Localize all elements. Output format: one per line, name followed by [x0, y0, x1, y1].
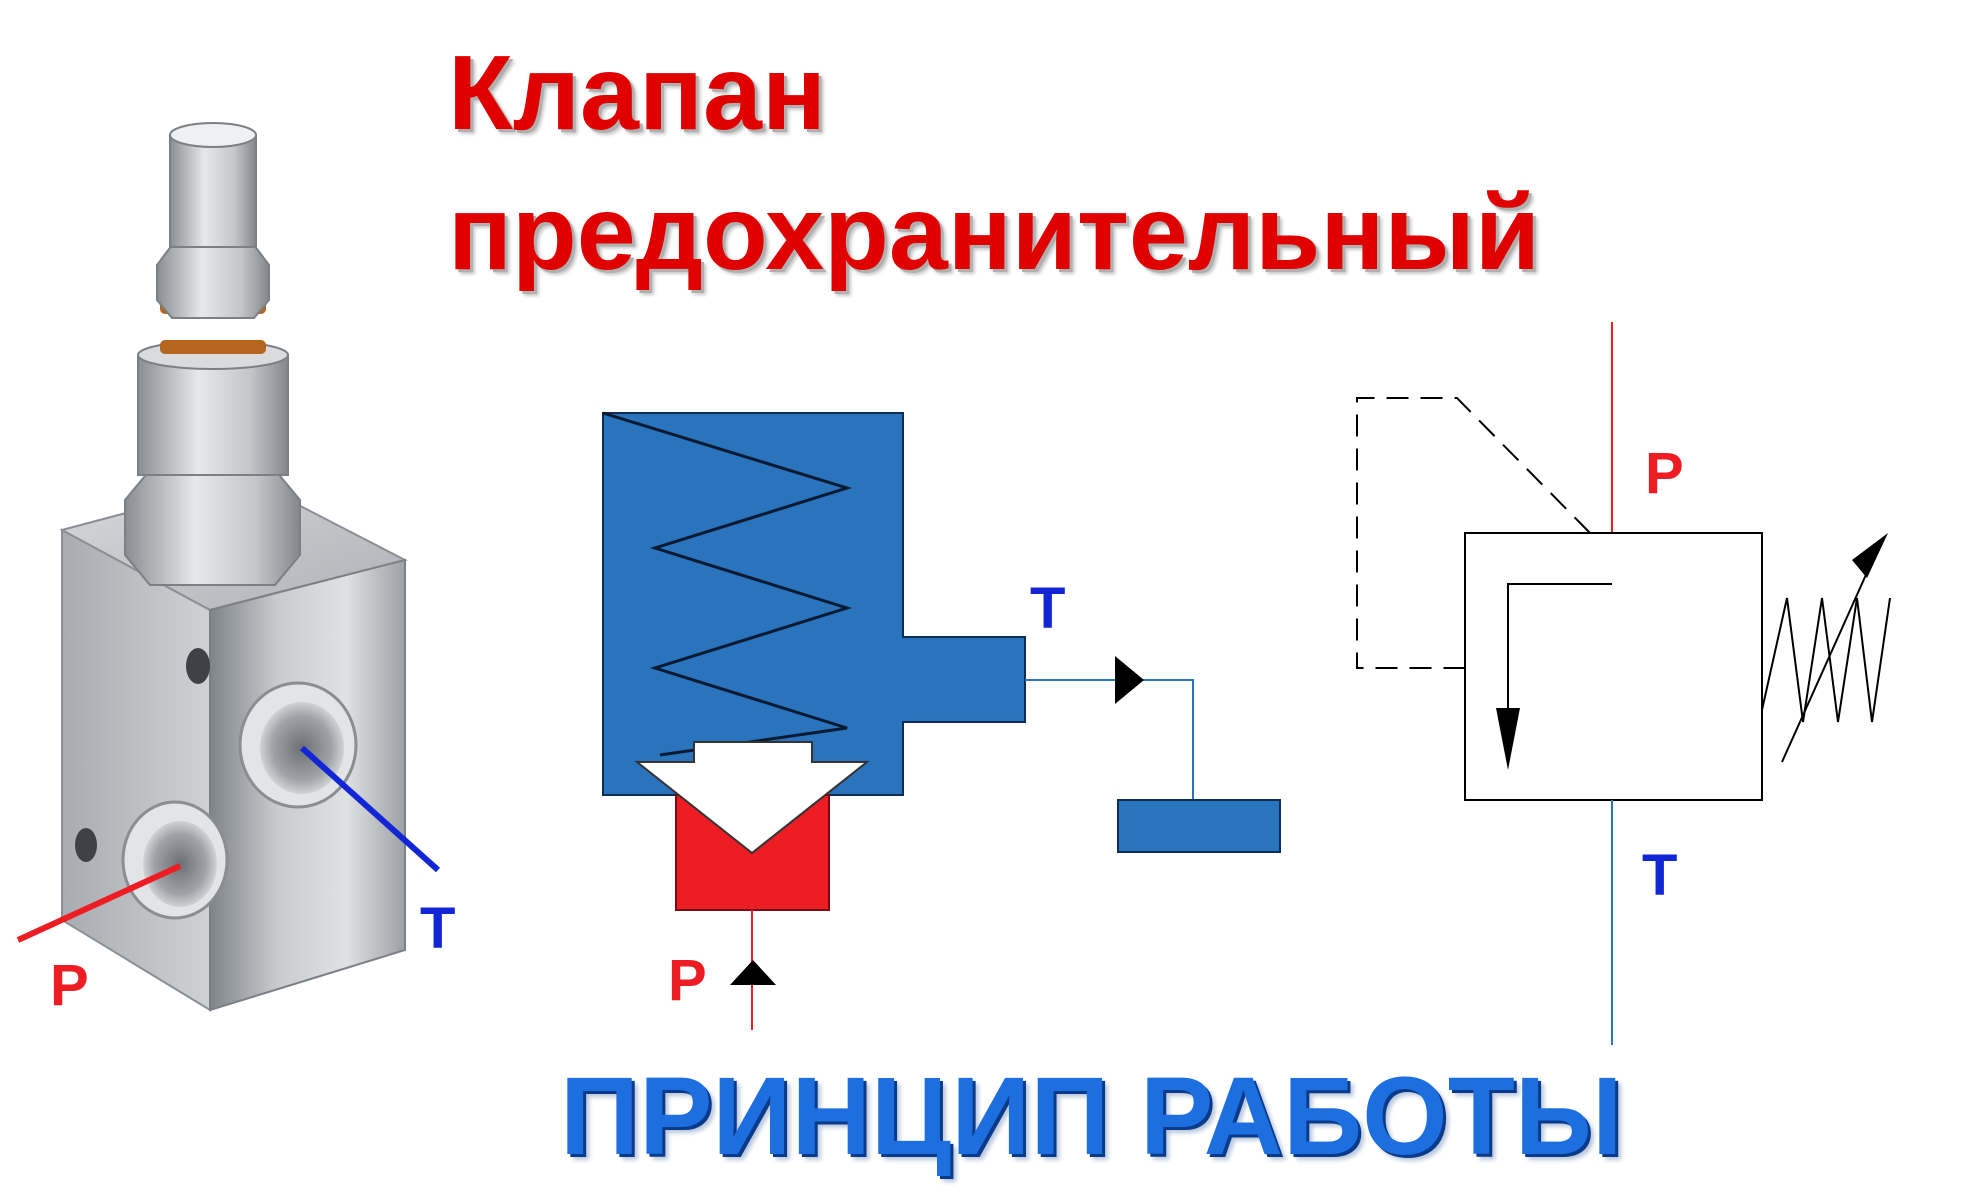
spring	[602, 411, 853, 757]
mounting-hole	[186, 648, 210, 684]
footer-title: ПРИНЦИП РАБОТЫ	[560, 1055, 1623, 1178]
valve-photo: T P	[16, 122, 455, 1018]
sectional-label-p: P	[668, 948, 707, 1013]
title-line-1: Клапан	[448, 34, 826, 152]
pilot-line	[1356, 397, 1591, 669]
inlet-flow-arrow	[730, 960, 776, 985]
valve-schematic-symbol: P T	[1356, 322, 1891, 1045]
valve-body-cylinder	[137, 354, 289, 476]
adjustment-arrow-shaft	[1781, 547, 1879, 763]
valve-hex-nut	[124, 469, 301, 586]
port-t-hole	[238, 681, 358, 809]
symbol-label-p: P	[1645, 441, 1684, 506]
port-t-pointer	[299, 745, 441, 873]
valve-box	[1464, 532, 1763, 801]
adjustable-spring	[1761, 597, 1891, 723]
poppet	[634, 741, 870, 855]
valve-spindle	[169, 134, 257, 248]
port-p-hole	[121, 800, 229, 920]
valve-block-left-face	[61, 528, 211, 1012]
sectional-label-t: T	[1030, 576, 1065, 641]
symbol-label-t: T	[1642, 843, 1677, 908]
adjustment-arrow-head	[1852, 533, 1888, 578]
mounting-hole	[75, 828, 97, 862]
photo-label-t: T	[420, 896, 455, 961]
valve-sectional-diagram: P T	[602, 411, 1281, 1030]
outlet-line	[1025, 679, 1194, 800]
outlet-flow-arrow	[1115, 656, 1144, 704]
tank	[1117, 799, 1281, 853]
title-line-2: предохранительный	[448, 174, 1541, 292]
valve-lock-nut	[156, 244, 270, 319]
valve-housing	[602, 412, 1026, 796]
o-ring	[160, 340, 266, 354]
internal-flow-path	[1507, 583, 1612, 715]
internal-flow-arrow	[1496, 708, 1520, 770]
port-p-pointer	[16, 863, 182, 943]
photo-label-p: P	[50, 953, 89, 1018]
